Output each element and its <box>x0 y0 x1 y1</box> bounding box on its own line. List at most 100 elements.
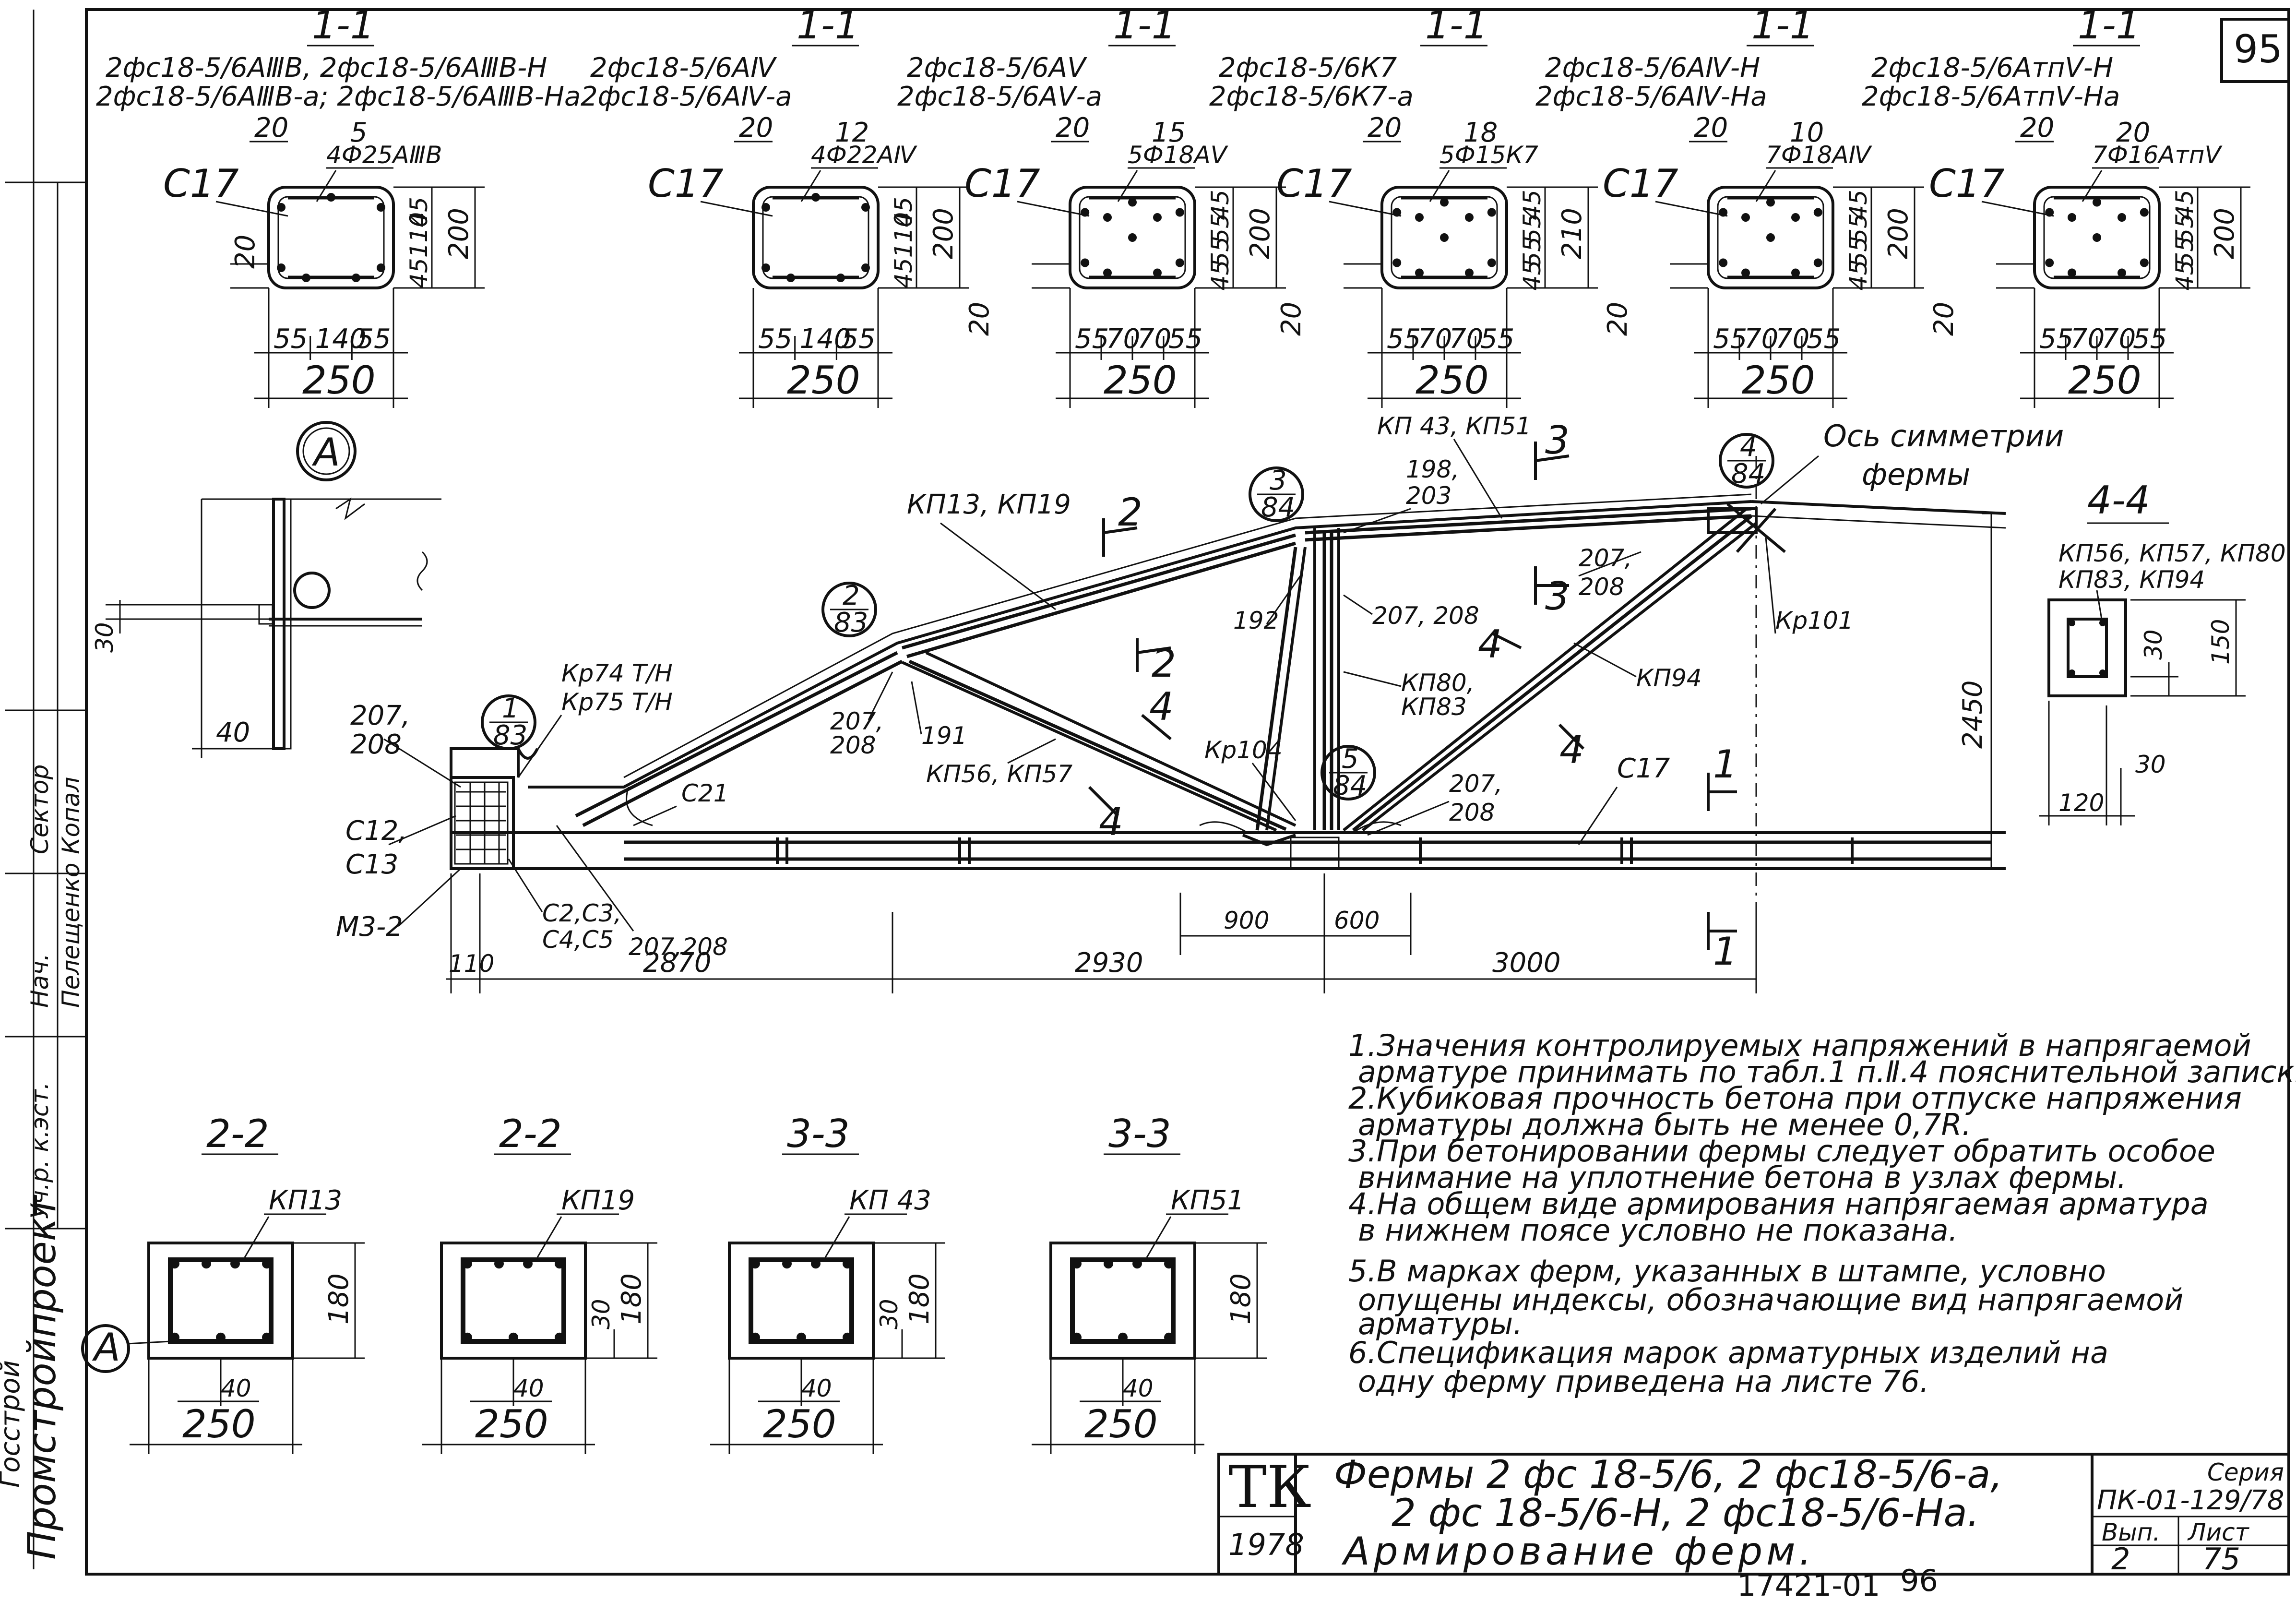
footer-code: 17421-01 <box>1737 1568 1880 1601</box>
detail-a-dim-40: 40 <box>216 717 250 748</box>
node-callout-num: 4 <box>1740 431 1757 463</box>
note-line-12: 6.Спецификация марок арматурных изделий … <box>1348 1335 2108 1370</box>
section-outline <box>1380 186 1508 289</box>
series-label: Серия <box>2207 1458 2284 1486</box>
section-dim-height: 200 <box>928 208 959 259</box>
section-c17-label: С17 <box>163 161 239 206</box>
section-bottom-mark: КП51 <box>1171 1185 1244 1216</box>
section-dim-vertical: 45 <box>1844 260 1872 291</box>
section-dim-vertical: 45 <box>2171 260 2199 291</box>
cut-mark-4-a: 4 <box>1141 684 1174 741</box>
section-4-4: 4-4 КП56, КП57, КП80 КП83, КП94 30 150 3… <box>2039 478 2286 825</box>
section-bottom-mark: КП 43 <box>849 1185 931 1216</box>
cut-mark-1-bottom-num: 1 <box>1713 929 1737 974</box>
lbl-208-mid-a: 208 <box>830 731 876 759</box>
section-mark-1: 2фс18-5/6АⅤ <box>907 52 1087 84</box>
sheet-frame <box>85 8 2290 1576</box>
section-dim-vertical: 110 <box>405 212 433 258</box>
lbl-203: 203 <box>1406 482 1451 510</box>
stamp-name-2: Копал <box>57 777 85 854</box>
section-dim-height: 200 <box>1245 208 1276 259</box>
section-dim-left: 20 <box>1602 302 1633 336</box>
section-rebar: 7Ф18АⅣ <box>1766 141 1873 169</box>
note-line-8: в нижнем поясе условно не показана. <box>1358 1213 1958 1248</box>
lbl-191: 191 <box>921 722 967 750</box>
section-1-1-4: 1-12фс18-5/6К72фс18-5/6К7-аС175Ф15К71820… <box>1209 3 1598 408</box>
section-dim-vertical: 55 <box>1518 213 1546 244</box>
section-dim-vertical: 45 <box>890 197 917 227</box>
section-dim-top: 20 <box>1368 112 1402 143</box>
section-bottom-dim-30: 30 <box>587 1299 615 1329</box>
title-line-1: Фермы 2 фс 18-5/6, 2 фс18-5/6-а, <box>1334 1452 2003 1497</box>
node-callout-3: 384 <box>1249 465 1304 523</box>
note-line-13: одну ферму приведена на листе 76. <box>1358 1364 1929 1399</box>
list-value: 75 <box>2202 1541 2240 1577</box>
lbl-198: 198, <box>1406 455 1459 483</box>
detail-a-ref-label: А <box>92 1325 120 1370</box>
section-bottom-title: 3-3 <box>1108 1111 1171 1156</box>
detail-a-callout <box>296 421 357 481</box>
lbl-208-bot: 208 <box>1449 799 1495 826</box>
lbl-kp83: КП83 <box>1401 693 1467 721</box>
section-dim-bottom: 70 <box>1418 323 1452 355</box>
section-dim-vertical: 45 <box>1206 260 1234 291</box>
lbl-207-208-bot: 207, <box>1449 770 1502 798</box>
node-callout-den: 84 <box>1731 458 1765 490</box>
section-outline <box>267 186 395 289</box>
cut-mark-1-bottom: 1 <box>1707 912 1737 974</box>
section-dim-bottom: 55 <box>357 323 391 355</box>
section-1-1-title: 1-1 <box>797 3 859 48</box>
section-dim-vertical: 45 <box>890 258 917 288</box>
note-line-4: арматуры должна быть не менее 0,7R. <box>1358 1107 1971 1142</box>
section-dim-vertical: 55 <box>2171 213 2199 244</box>
note-line-5: 3.При бетонировании фермы следует обрати… <box>1348 1134 2215 1169</box>
cut-mark-2-bottom-num: 2 <box>1152 641 1176 686</box>
section-4-4-dim-150: 150 <box>2207 619 2235 665</box>
node-callout-den: 83 <box>834 607 868 638</box>
section-4-4-dim-30b: 30 <box>2135 751 2166 778</box>
section-bottom-dim-250: 250 <box>1084 1402 1158 1446</box>
section-dim-bottom: 70 <box>1744 323 1778 355</box>
dim-110: 110 <box>449 950 494 978</box>
section-mark-2: 2фс18-5/6АⅢВ-а; 2фс18-5/6АⅢВ-На <box>96 81 581 112</box>
section-rebar: 4Ф25АⅢВ <box>326 141 442 169</box>
title-line-3: Армирование ферм. <box>1341 1529 1815 1574</box>
note-line-6: внимание на уплотнение бетона в узлах фе… <box>1358 1160 2127 1195</box>
section-bottom-dim-40: 40 <box>1123 1374 1154 1402</box>
section-1-1-3: 1-12фс18-5/6АⅤ2фс18-5/6АⅤ-аС175Ф18АⅤ1520… <box>897 3 1286 408</box>
section-outline <box>2033 186 2161 289</box>
section-1-1-6: 1-12фс18-5/6АтпⅤ-Н2фс18-5/6АтпⅤ-НаС177Ф1… <box>1862 3 2250 408</box>
cut-mark-4-b: 4 <box>1088 786 1123 844</box>
node-callout-den: 83 <box>493 720 527 751</box>
section-rebar-num: 15 <box>1152 117 1186 148</box>
note-line-10: опущены индексы, обозначающие вид напряг… <box>1358 1282 2183 1317</box>
dim-2930: 2930 <box>1075 947 1143 979</box>
section-c17-label: С17 <box>1603 161 1678 206</box>
stamp-name-1: Пелещенко <box>57 863 85 1008</box>
section-bottom-dim-30: 30 <box>875 1299 903 1329</box>
section-dim-total: 250 <box>1416 358 1489 403</box>
lbl-axis-2: фермы <box>1862 457 1970 492</box>
section-bottom-mark: КП13 <box>269 1185 342 1216</box>
cut-mark-4-a-num: 4 <box>1149 684 1174 729</box>
section-dim-total: 250 <box>1742 358 1815 403</box>
section-dim-total: 250 <box>2068 358 2141 403</box>
section-dim-height: 200 <box>1883 208 1914 259</box>
title-block: ТК 1978 Фермы 2 фс 18-5/6, 2 фс18-5/6-а,… <box>1217 1452 2290 1577</box>
section-bottom-dim-250: 250 <box>475 1402 548 1446</box>
section-bottom-title: 2-2 <box>499 1111 562 1156</box>
section-1-1-5: 1-12фс18-5/6АⅣ-Н2фс18-5/6АⅣ-НаС177Ф18АⅣ1… <box>1535 3 1924 408</box>
section-c17-label: С17 <box>964 161 1040 206</box>
section-1-1-title: 1-1 <box>1113 3 1176 48</box>
cut-mark-3-bottom-num: 3 <box>1545 574 1570 619</box>
vyp-label: Вып. <box>2102 1518 2160 1546</box>
section-rebar-num: 5 <box>350 117 368 148</box>
stamp-role-1: Уч.р. к.эст. <box>26 1082 54 1219</box>
cut-mark-4-c-num: 4 <box>1478 622 1502 667</box>
lbl-kr75: Кр75 Т/Н <box>561 688 673 716</box>
note-line-11: арматуры. <box>1358 1306 1523 1341</box>
lbl-kp80: КП80, <box>1401 669 1475 697</box>
section-dim-bottom: 140 <box>800 323 851 355</box>
